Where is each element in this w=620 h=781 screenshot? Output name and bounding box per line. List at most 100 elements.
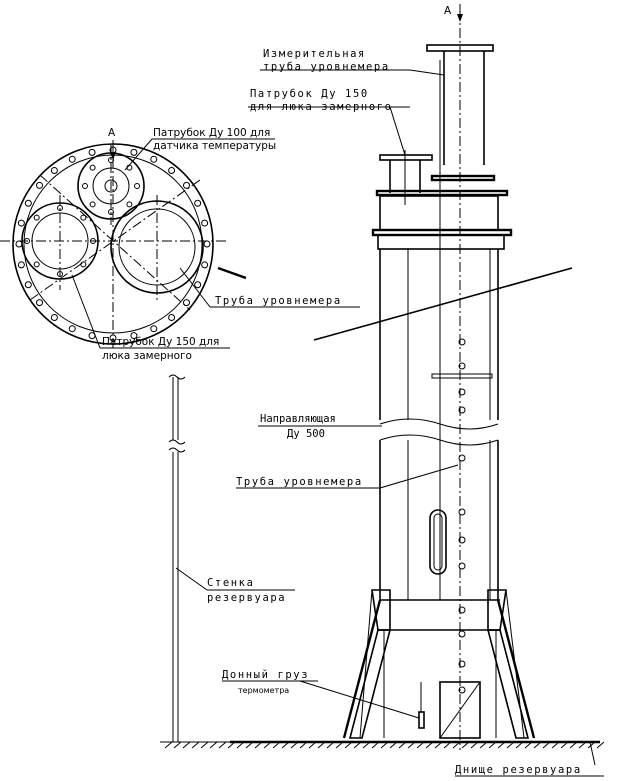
bolt-hole bbox=[150, 325, 158, 333]
hatch-line bbox=[164, 741, 173, 749]
hatch-line bbox=[245, 741, 254, 749]
label-tank-bottom: Днище резервуара bbox=[455, 764, 582, 776]
plan-leaders bbox=[71, 138, 360, 349]
hatch-line bbox=[416, 741, 425, 749]
label-nozzle-150-plan-line1: Патрубок Ду 150 для bbox=[102, 336, 219, 348]
hatch-line bbox=[326, 741, 335, 749]
hatch-line bbox=[596, 741, 605, 749]
hatch-line bbox=[488, 741, 497, 749]
nozzle-bolt-hole bbox=[80, 214, 87, 221]
hatch-line bbox=[569, 741, 578, 749]
perforation-hole bbox=[458, 630, 466, 638]
plan-view: A bbox=[0, 127, 247, 348]
bolt-hole bbox=[150, 155, 158, 163]
perforation-hole bbox=[458, 388, 466, 396]
bolt-hole bbox=[36, 299, 44, 307]
hatch-line bbox=[587, 741, 596, 749]
perforation-hole bbox=[458, 562, 466, 570]
hatch-line bbox=[470, 741, 479, 749]
nozzle-bolt-hole bbox=[33, 261, 40, 268]
hatch-line bbox=[461, 741, 470, 749]
bolt-hole bbox=[24, 281, 32, 289]
bottom-weight bbox=[418, 711, 425, 729]
hatch-line bbox=[542, 741, 551, 749]
nozzle-bolt-hole bbox=[89, 201, 96, 208]
hatch-line bbox=[560, 741, 569, 749]
hatch-line bbox=[209, 741, 218, 749]
hatch-line bbox=[173, 741, 182, 749]
bolt-hole bbox=[201, 219, 209, 227]
hatch-line bbox=[272, 741, 281, 749]
label-nozzle-150-plan-line2: люка замерного bbox=[102, 350, 192, 362]
bolt-hole bbox=[182, 299, 190, 307]
perforation-hole bbox=[458, 454, 466, 462]
hatch-line bbox=[506, 741, 515, 749]
bolt-hole bbox=[50, 167, 58, 175]
hatch-line bbox=[524, 741, 533, 749]
label-guide-line2: Ду 500 bbox=[287, 428, 325, 440]
bolt-hole bbox=[50, 313, 58, 321]
bolt-hole bbox=[182, 181, 190, 189]
bolt-hole bbox=[194, 199, 202, 207]
perforation-hole bbox=[458, 362, 466, 370]
nozzle-bolt-hole bbox=[89, 164, 96, 171]
hatch-line bbox=[578, 741, 587, 749]
elevation-leaders bbox=[222, 69, 604, 777]
bolt-hole bbox=[203, 240, 211, 248]
label-nozzle-100-line2: датчика температуры bbox=[153, 140, 276, 152]
hatch-line bbox=[344, 741, 353, 749]
hatch-line bbox=[308, 741, 317, 749]
ground-hatch bbox=[164, 741, 605, 749]
nozzle-150-flange bbox=[379, 154, 433, 161]
hatch-line bbox=[497, 741, 506, 749]
bolt-hole bbox=[130, 148, 138, 156]
hatch-line bbox=[398, 741, 407, 749]
label-nozzle-150-line2: для люка замерного bbox=[250, 101, 393, 113]
bolt-hole bbox=[17, 261, 25, 269]
bolt-hole bbox=[68, 325, 76, 333]
hatch-line bbox=[218, 741, 227, 749]
nozzle-bolt-hole bbox=[33, 214, 40, 221]
nozzle-bolt-hole bbox=[80, 261, 87, 268]
hatch-line bbox=[200, 741, 209, 749]
hatch-line bbox=[371, 741, 380, 749]
hatch-line bbox=[425, 741, 434, 749]
nozzle-bolt-hole bbox=[82, 183, 88, 189]
section-mark-top: A bbox=[444, 5, 452, 17]
perforation-hole bbox=[458, 536, 466, 544]
label-guide-line1: Направляющая bbox=[260, 413, 336, 425]
bolt-hole bbox=[201, 261, 209, 269]
hatch-line bbox=[407, 741, 416, 749]
label-nozzle-100-line1: Патрубок Ду 100 для bbox=[153, 127, 270, 139]
hatch-line bbox=[515, 741, 524, 749]
hatch-line bbox=[443, 741, 452, 749]
hatch-line bbox=[281, 741, 290, 749]
perforation-hole bbox=[458, 338, 466, 346]
hatch-line bbox=[452, 741, 461, 749]
bolt-hole bbox=[130, 332, 138, 340]
bolt-hole bbox=[36, 181, 44, 189]
bolt-hole bbox=[88, 148, 96, 156]
level-tube-diagonal bbox=[313, 267, 573, 341]
label-bottom-weight-line2: термометра bbox=[238, 686, 289, 695]
bolt-hole bbox=[194, 281, 202, 289]
perforation-hole bbox=[458, 406, 466, 414]
label-bottom-weight-line1: Донный груз bbox=[222, 669, 309, 681]
label-level-tube-plan: Труба уровнемера bbox=[215, 295, 342, 307]
nozzle-bolt-hole bbox=[134, 183, 140, 189]
bolt-hole bbox=[15, 240, 23, 248]
tank-wall bbox=[168, 374, 186, 742]
bolt-hole bbox=[17, 219, 25, 227]
hatch-line bbox=[317, 741, 326, 749]
hatch-line bbox=[479, 741, 488, 749]
hatch-line bbox=[380, 741, 389, 749]
label-measuring-tube-line1: Измерительная bbox=[263, 48, 366, 60]
hatch-line bbox=[335, 741, 344, 749]
hatch-line bbox=[227, 741, 236, 749]
hatch-line bbox=[434, 741, 443, 749]
bolt-hole bbox=[68, 155, 76, 163]
nozzle-bolt-hole bbox=[126, 201, 133, 208]
label-level-tube-elev: Труба уровнемера bbox=[236, 476, 363, 488]
perforation-holes bbox=[458, 338, 466, 694]
